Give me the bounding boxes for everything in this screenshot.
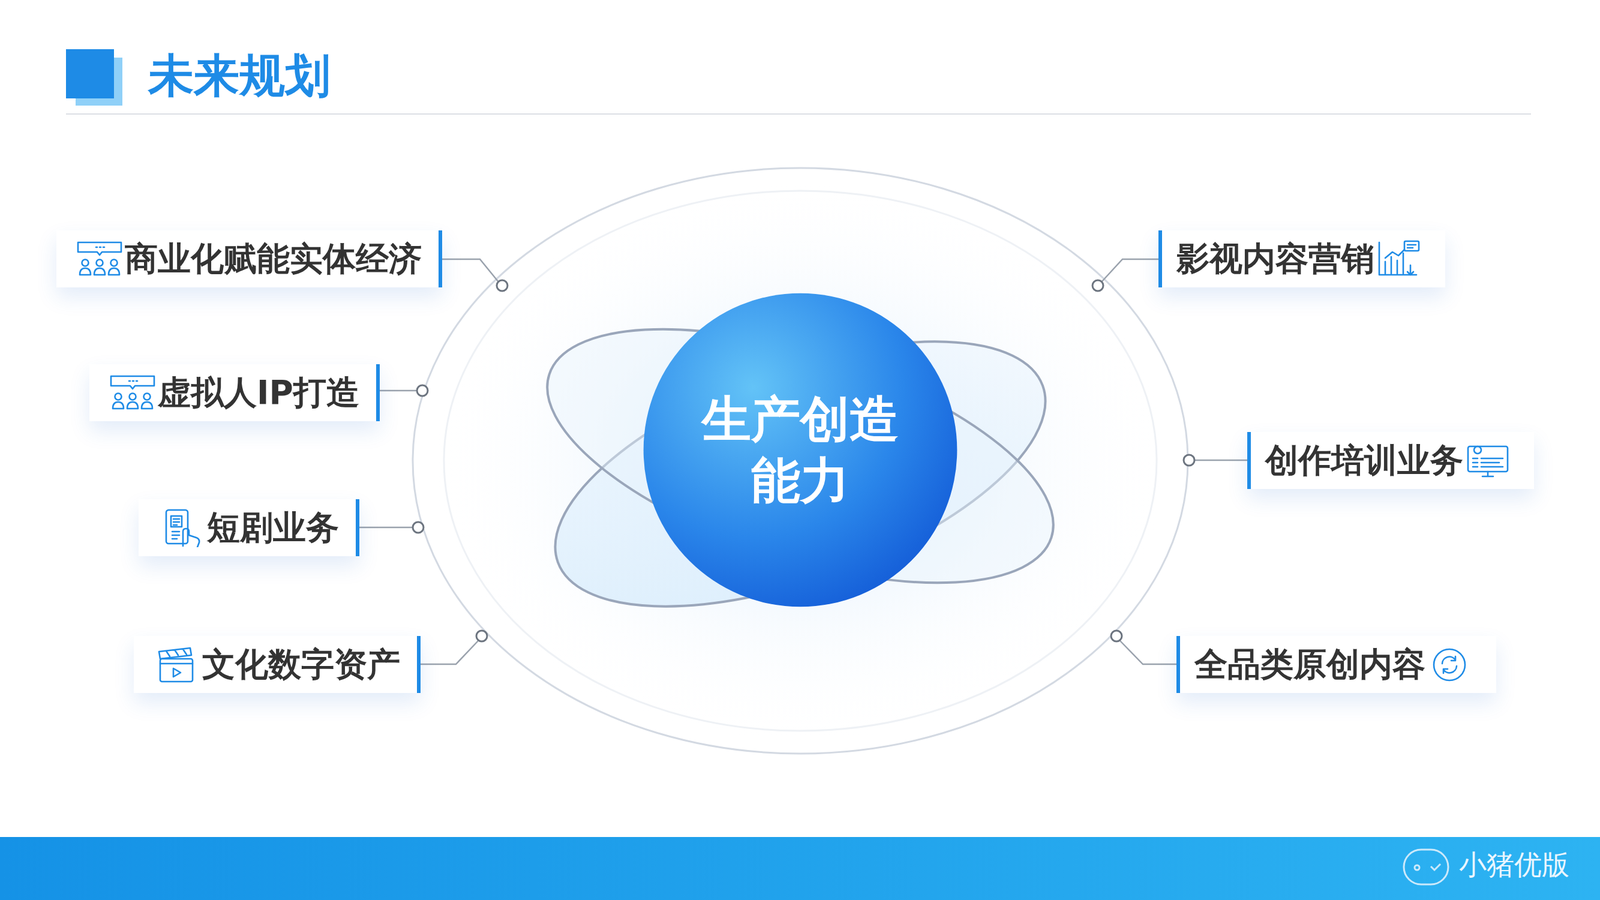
core-sphere bbox=[641, 291, 959, 609]
core-circle: 生产创造 能力 bbox=[641, 291, 959, 609]
business-label: 商业化赋能实体经济 bbox=[124, 240, 422, 278]
ring-dots bbox=[412, 280, 1195, 642]
business-label: 创作培训业务 bbox=[1265, 442, 1464, 479]
business-label: 短剧业务 bbox=[206, 509, 339, 546]
page-title: 未来规划 bbox=[148, 47, 331, 103]
watermark: 小猪优版 bbox=[1459, 848, 1570, 882]
core-label: 生产创造 能力 bbox=[694, 388, 907, 512]
item-icon bbox=[107, 373, 158, 413]
business-box: 商业化赋能实体经济 bbox=[56, 230, 443, 288]
business-box: 文化数字资产 bbox=[133, 635, 421, 693]
item-icon bbox=[1425, 645, 1476, 684]
business-box: 虚拟人IP打造 bbox=[89, 364, 380, 422]
business-box: 短剧业务 bbox=[138, 499, 360, 557]
business-label: 文化数字资产 bbox=[202, 646, 401, 683]
business-label: 虚拟人IP打造 bbox=[157, 374, 360, 411]
item-icon bbox=[156, 508, 207, 548]
glow bbox=[428, 179, 1173, 744]
footer-band bbox=[0, 836, 1600, 900]
watermark-logo bbox=[1403, 849, 1449, 885]
orbit bbox=[517, 277, 1083, 635]
business-box: 创作培训业务 bbox=[1247, 431, 1535, 489]
inner-ring bbox=[443, 190, 1157, 731]
business-box: 全品类原创内容 bbox=[1176, 635, 1497, 693]
leader-lines bbox=[359, 259, 1248, 665]
item-icon bbox=[74, 239, 125, 279]
item-icon bbox=[1374, 239, 1425, 279]
title-mark bbox=[65, 49, 114, 99]
title-rule bbox=[65, 113, 1532, 115]
item-icon bbox=[151, 645, 203, 684]
outer-ring bbox=[412, 167, 1188, 754]
business-label: 全品类原创内容 bbox=[1194, 646, 1426, 683]
business-label: 影视内容营销 bbox=[1176, 240, 1375, 278]
item-icon bbox=[1463, 441, 1514, 480]
business-box: 影视内容营销 bbox=[1158, 230, 1446, 288]
